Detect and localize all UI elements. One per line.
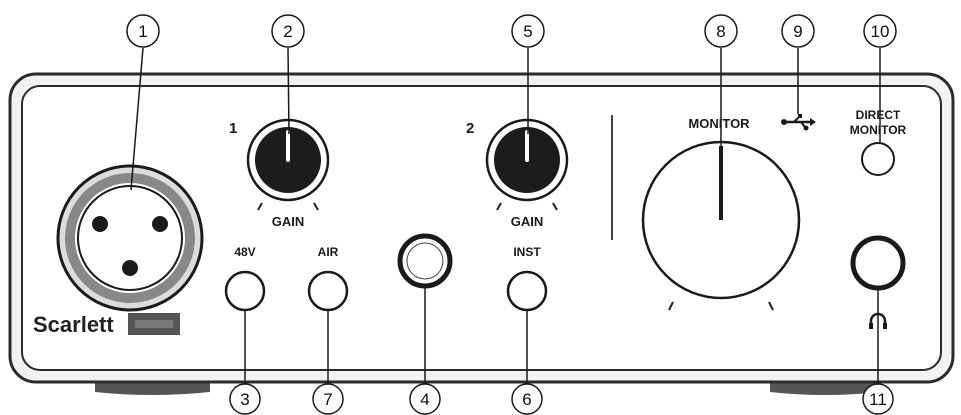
headphone-jack[interactable]	[850, 235, 906, 291]
leader-lines	[130, 47, 881, 385]
instrument-jack[interactable]	[397, 233, 453, 289]
callout-6: 6	[511, 383, 543, 415]
gain-2-label: GAIN	[511, 214, 544, 229]
monitor-tick-right	[768, 301, 774, 311]
callout-8-number: 8	[716, 22, 725, 41]
channel-1-label: 1	[229, 120, 237, 137]
gain-1-tick-left	[257, 202, 263, 211]
phantom-power-button[interactable]	[224, 270, 266, 312]
callout-5: 5	[511, 14, 545, 48]
callout-9-number: 9	[793, 22, 802, 41]
callout-7-number: 7	[323, 390, 332, 409]
monitor-label: MONITOR	[688, 116, 750, 131]
callout-11-number: 11	[869, 390, 887, 409]
inst-label: INST	[513, 245, 541, 259]
callout-10-number: 10	[871, 22, 890, 41]
callout-9: 9	[781, 14, 815, 48]
air-label: AIR	[318, 245, 339, 259]
direct-monitor-button[interactable]	[861, 142, 895, 176]
callout-3-number: 3	[240, 390, 249, 409]
callout-4: 4	[409, 383, 441, 415]
xlr-input	[56, 164, 204, 312]
gain-2-tick-left	[496, 202, 502, 211]
usb-icon	[781, 114, 816, 131]
callout-3: 3	[229, 383, 261, 415]
callout-2-number: 2	[283, 22, 292, 41]
callout-1: 1	[126, 14, 160, 48]
callout-8: 8	[704, 14, 738, 48]
gain-2-tick-right	[552, 202, 558, 211]
direct-monitor-label-line1: DIRECT	[856, 108, 901, 122]
callout-11: 11	[862, 383, 894, 415]
brand-badge-inner	[135, 320, 173, 328]
gain-1-tick-right	[313, 202, 319, 211]
callout-5-number: 5	[523, 22, 532, 41]
callout-10: 10	[863, 14, 897, 48]
callout-1-number: 1	[138, 22, 147, 41]
gain-1-label: GAIN	[272, 214, 305, 229]
callout-4-number: 4	[420, 390, 429, 409]
gain-knob-1[interactable]	[246, 118, 330, 202]
air-button[interactable]	[307, 270, 349, 312]
callout-2: 2	[271, 14, 305, 48]
brand-logo-text: Scarlett	[33, 312, 114, 337]
callout-6-number: 6	[522, 390, 531, 409]
inst-button[interactable]	[506, 270, 548, 312]
callout-7: 7	[312, 383, 344, 415]
direct-monitor-label-line2: MONITOR	[850, 123, 907, 137]
monitor-tick-left	[668, 301, 674, 311]
phantom-power-label: 48V	[234, 245, 255, 259]
channel-2-label: 2	[466, 120, 474, 137]
monitor-knob[interactable]	[641, 140, 801, 300]
gain-knob-2[interactable]	[485, 118, 569, 202]
